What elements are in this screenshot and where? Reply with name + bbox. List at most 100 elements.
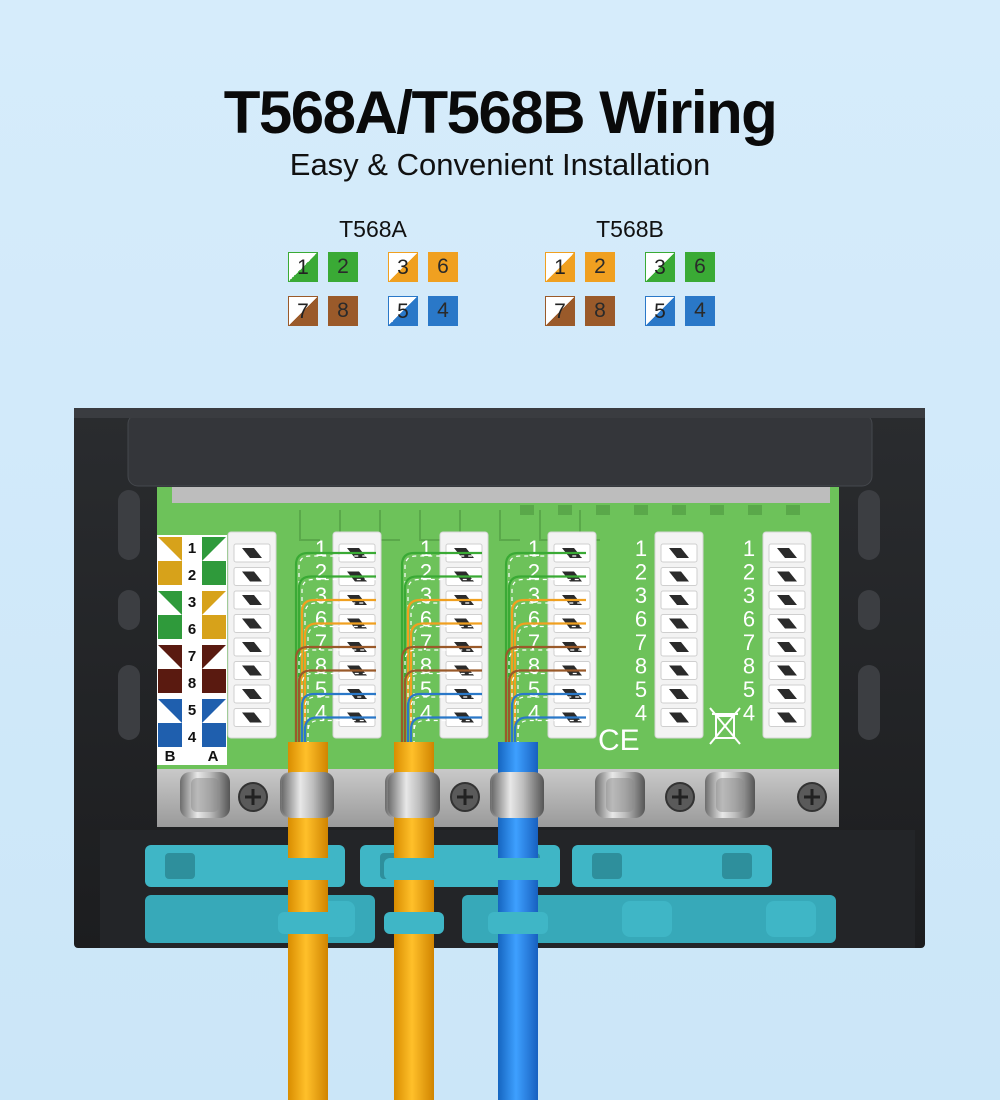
block-pin-label: 2	[635, 560, 647, 585]
pin-number: 7	[554, 300, 566, 323]
terminal-slot	[777, 712, 797, 723]
side-pin-label: 2	[188, 567, 196, 584]
t568a-pin-1-swatch: 1	[288, 252, 318, 282]
pin-number: 8	[594, 299, 606, 322]
side-b-label: B	[165, 748, 176, 765]
t568b-pin-4-swatch: 4	[685, 296, 715, 326]
terminal-slot	[669, 665, 689, 676]
block-pin-label: 2	[315, 560, 327, 585]
terminal-slot	[669, 595, 689, 605]
side-mounting-slots	[118, 490, 880, 740]
t568a-pin-5-swatch: 5	[388, 296, 418, 326]
page-title: T568A/T568B Wiring	[223, 79, 778, 146]
block-pin-label: 5	[420, 677, 432, 702]
block-pin-label: 7	[420, 630, 432, 655]
side-pin-label: 5	[188, 702, 196, 719]
side-pin-label: 7	[188, 648, 196, 665]
cable-clamp	[282, 772, 334, 818]
pin-number: 4	[437, 299, 449, 322]
cable-loop-1	[180, 772, 230, 818]
terminal-slot	[669, 642, 689, 652]
screw-3	[665, 782, 695, 812]
cable-clip-upper-3	[572, 845, 772, 887]
block-pin-label: 3	[635, 583, 647, 608]
pin-number: 1	[554, 256, 566, 279]
twisted-pair-fanout-3	[504, 551, 586, 745]
terminal-slot	[777, 689, 797, 699]
terminal-slot	[242, 618, 262, 629]
t568b-legend-title: T568B	[596, 216, 664, 242]
t568b-pin-7-swatch: 7	[545, 296, 575, 326]
punch-down-block-1	[227, 531, 277, 739]
twisted-pair-fanout-1	[294, 551, 376, 745]
terminal-slot	[669, 618, 689, 629]
side-pin-label: 6	[188, 621, 196, 638]
block-pin-label: 4	[315, 701, 327, 726]
block-pin-label: 3	[420, 583, 432, 608]
pin-number: 2	[594, 255, 606, 278]
t568b-pin-1-swatch: 1	[545, 252, 575, 282]
block-pin-label: 2	[528, 560, 540, 585]
screw-2	[450, 782, 480, 812]
cable-clip-lower-1	[145, 895, 375, 943]
cable-loop-6	[705, 772, 755, 818]
terminal-slot	[669, 548, 689, 558]
pin-number: 8	[337, 299, 349, 322]
terminal-slot	[242, 665, 262, 676]
block-pin-label: 6	[743, 607, 755, 632]
terminal-slot	[777, 642, 797, 652]
ethernet-cable-2	[384, 742, 444, 1100]
terminal-slot	[242, 689, 262, 699]
block-pin-label: 6	[420, 607, 432, 632]
terminal-slot	[669, 712, 689, 723]
ethernet-cable-3	[488, 742, 548, 1100]
cable-loop-5	[595, 772, 645, 818]
cable-strap	[384, 858, 444, 880]
block-pin-label: 6	[528, 607, 540, 632]
cable-clip-lower-3	[676, 895, 836, 943]
terminal-slot	[242, 595, 262, 605]
block-pin-label: 5	[743, 677, 755, 702]
terminal-slot	[777, 595, 797, 605]
block-pin-label: 5	[315, 677, 327, 702]
block-pin-label: 3	[528, 583, 540, 608]
t568a-pin-3-swatch: 3	[388, 252, 418, 282]
t568a-pin-2-swatch: 2	[328, 252, 358, 282]
cable-strap	[488, 912, 548, 934]
ce-mark: CE	[598, 724, 640, 757]
ethernet-cable-1	[278, 742, 338, 1100]
block-pin-label: 4	[635, 701, 647, 726]
terminal-slot	[777, 665, 797, 676]
housing-top-lip	[127, 413, 873, 487]
block-pin-label: 4	[420, 701, 432, 726]
pin-number: 2	[337, 255, 349, 278]
block-pin-label: 6	[315, 607, 327, 632]
side-a-label: A	[208, 748, 219, 765]
cable-strap	[278, 912, 338, 934]
block-pin-label: 4	[743, 701, 755, 726]
screw-1	[238, 782, 268, 812]
page-subtitle: Easy & Convenient Installation	[289, 147, 711, 182]
pin-number: 7	[297, 300, 309, 323]
terminal-slot	[777, 548, 797, 558]
t568b-pin-8-swatch: 8	[585, 296, 615, 326]
block-pin-label: 6	[635, 607, 647, 632]
block-pin-label: 8	[315, 654, 327, 679]
terminal-slot	[777, 618, 797, 629]
block-pin-label: 1	[635, 536, 647, 561]
block-pin-label: 5	[635, 677, 647, 702]
side-pin-label: 8	[188, 675, 196, 692]
block-pin-label: 7	[635, 630, 647, 655]
block-pin-label: 8	[528, 654, 540, 679]
side-pin-label: 3	[188, 594, 196, 611]
block-pin-label: 2	[743, 560, 755, 585]
t568b-pin-2-swatch: 2	[585, 252, 615, 282]
side-pin-label: 1	[188, 540, 196, 557]
terminal-slot	[669, 571, 689, 582]
